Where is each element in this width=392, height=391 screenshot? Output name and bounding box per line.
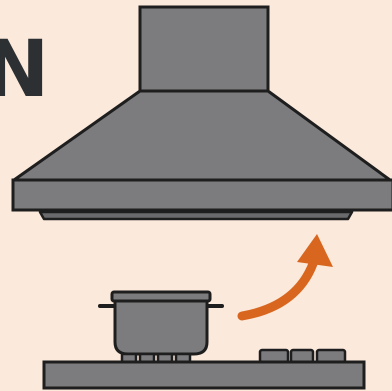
- range-hood-chimney: [140, 7, 268, 91]
- airflow-arrow-head: [297, 234, 333, 267]
- range-hood-canopy: [14, 91, 390, 180]
- partial-heading-letter: N: [0, 25, 49, 115]
- cooking-pot-rim: [112, 292, 210, 301]
- range-hood: [13, 7, 392, 219]
- range-hood-vent-lip: [40, 212, 352, 219]
- airflow-arrow: [242, 234, 333, 316]
- stove-knob: [317, 350, 345, 362]
- stove-knob: [260, 350, 288, 362]
- stovetop: [44, 362, 364, 388]
- stovetop-knobs: [260, 350, 345, 362]
- cooking-pot-body: [115, 296, 207, 354]
- cooking-pot: [100, 292, 222, 354]
- airflow-arrow-shaft: [242, 258, 315, 316]
- range-hood-base: [13, 180, 392, 210]
- stove-knob: [291, 350, 313, 362]
